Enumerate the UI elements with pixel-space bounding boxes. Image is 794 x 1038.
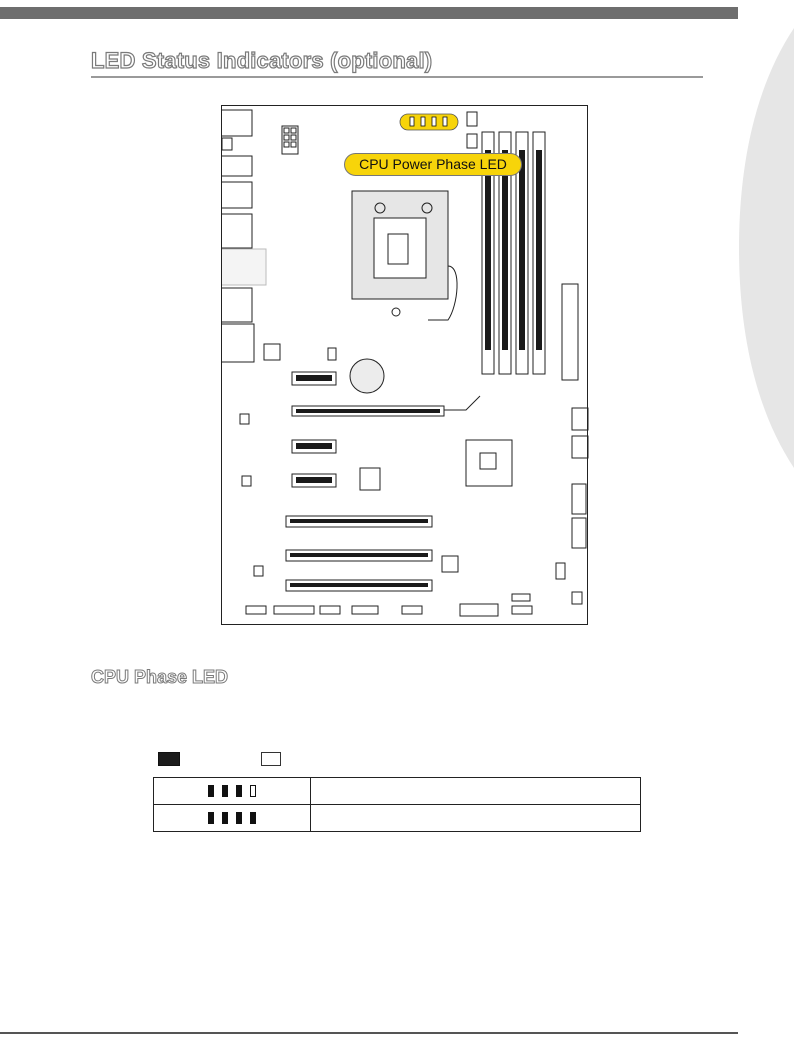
led-description-cell [310, 777, 641, 805]
cpu-power-phase-led-callout: CPU Power Phase LED [344, 153, 522, 176]
section-title: CPU Phase LED [90, 667, 229, 688]
led-icon [236, 784, 242, 797]
table-row [153, 804, 641, 832]
title-divider [91, 76, 703, 78]
led-status-table [153, 777, 641, 832]
motherboard-drawing [222, 109, 589, 617]
led-pattern-cell [153, 804, 311, 832]
led-icon [236, 811, 242, 824]
led-icon [208, 784, 214, 797]
led-icon [222, 811, 228, 824]
table-row [153, 777, 641, 805]
header-bar [0, 7, 738, 19]
motherboard-diagram [221, 105, 589, 625]
led-on-swatch [158, 752, 180, 766]
led-pattern-cell [153, 777, 311, 805]
led-description-cell [310, 804, 641, 832]
led-icon [208, 811, 214, 824]
led-off-swatch [261, 752, 281, 766]
chapter-tab [739, 28, 794, 468]
page-title: LED Status Indicators (optional) [90, 47, 433, 73]
footer-divider [0, 1032, 738, 1034]
led-icon [222, 784, 228, 797]
led-icon [250, 784, 256, 797]
led-icon [250, 811, 256, 824]
